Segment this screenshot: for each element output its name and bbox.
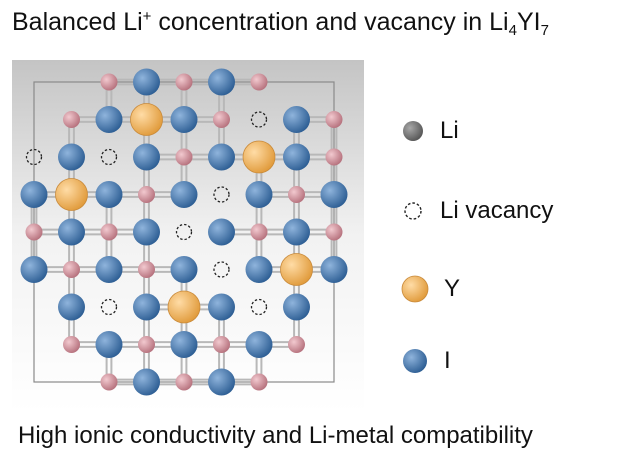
legend-label-i: I [444,347,451,374]
li-atom [250,223,268,241]
li-atom [63,261,80,278]
i-atom [170,331,198,358]
vacancy-icon [404,202,422,220]
i-atom [245,181,273,208]
legend-item-i: I [400,346,451,376]
i-atom [320,256,348,283]
figure-caption: High ionic conductivity and Li-metal com… [18,422,533,449]
i-atom [95,181,123,208]
li-vacancy [250,111,268,128]
li-atom [138,186,155,203]
li-atom [63,111,80,128]
li-atom [63,336,80,353]
legend-item-y: Y [400,274,460,304]
i-atom [58,293,85,321]
li-atom [213,111,230,128]
i-atom [20,256,48,283]
i-atom [170,181,198,208]
i-atom [133,218,160,246]
i-atom [320,181,348,208]
li-atom [100,73,118,91]
li-vacancy [25,148,43,166]
i-atom [95,106,123,133]
title-subscript-2: 7 [540,22,549,39]
li-atom [288,336,305,353]
li-atom [138,336,155,353]
i-atom [170,256,198,283]
i-atom [208,293,235,321]
li-atom [250,73,268,91]
y-atom [242,140,276,174]
li-atom [325,223,343,241]
legend-label-vacancy: Li vacancy [440,197,554,224]
i-atom [283,293,310,321]
figure-title: Balanced Li+ concentration and vacancy i… [12,4,549,40]
li-atom [250,373,268,391]
li-vacancy [175,223,193,241]
title-superscript: + [142,8,152,25]
i-atom [133,293,160,321]
i-atom [20,181,48,208]
i-atom [133,368,160,396]
y-atom [280,253,313,286]
li-atom [288,186,305,203]
li-vacancy [100,298,118,316]
i-atom-icon [403,349,427,373]
li-atom-icon [403,121,423,141]
i-atom [133,143,160,171]
i-atom [283,218,310,246]
li-atom [100,223,118,241]
legend-label-li: Li [440,117,459,144]
i-atom [245,256,273,283]
li-vacancy [250,298,268,316]
li-atom [175,73,193,91]
i-atom [208,368,235,396]
i-atom [95,256,123,283]
li-atom [25,223,43,241]
li-atom [325,148,343,166]
y-atom [167,290,201,324]
i-atom [245,331,273,358]
li-atom [138,261,155,278]
li-vacancy [213,186,230,203]
legend-item-li-vacancy: Li vacancy [400,196,553,226]
i-atom [95,331,123,358]
i-atom [283,143,310,171]
li-atom [175,148,193,166]
title-text-1: Balanced Li [12,8,143,36]
li-vacancy [100,148,118,166]
title-text-3: YI [516,8,541,36]
i-atom [208,143,235,171]
i-atom [170,106,198,133]
title-subscript-1: 4 [508,22,517,39]
i-atom [208,218,235,246]
i-atom [208,68,235,96]
li-atom [100,373,118,391]
li-atom [325,111,343,128]
li-atom [213,336,230,353]
li-vacancy [213,261,230,278]
y-atom [55,178,88,211]
title-text-2: concentration and vacancy in Li [151,8,509,36]
crystal-structure-diagram [12,60,364,412]
legend-item-li: Li [400,116,459,146]
y-atom-icon [401,275,429,303]
y-atom [130,103,163,136]
i-atom [133,68,160,96]
li-atom [175,373,193,391]
i-atom [58,218,85,246]
i-atom [283,106,310,133]
i-atom [58,143,85,171]
atom-layer [20,68,348,396]
legend-label-y: Y [444,275,461,302]
